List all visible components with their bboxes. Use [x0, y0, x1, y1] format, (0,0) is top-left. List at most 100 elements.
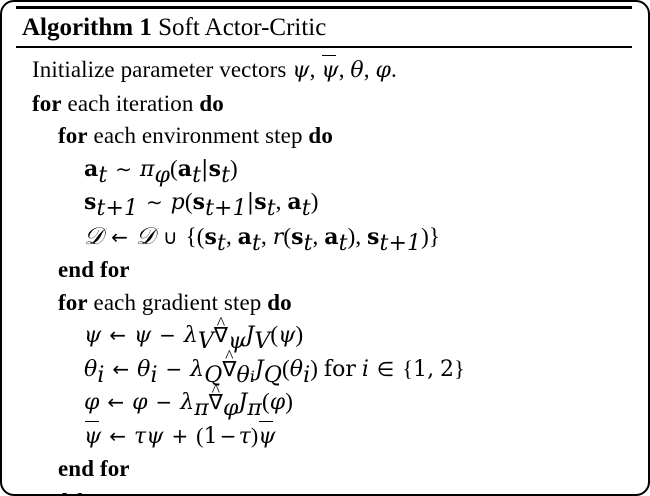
symbol-objective-J: J — [238, 390, 248, 415]
algorithm-body: Initialize parameter vectors ψ, ψ, θ, φ.… — [16, 48, 632, 494]
algorithm-number: Algorithm 1 — [22, 14, 152, 41]
line-buffer-update: 𝒟 ← 𝒟 ∪ {(st, at, r(st, at), st+1)} — [22, 220, 632, 255]
symbol-theta: θ — [137, 356, 151, 382]
symbol-phi: φ — [132, 390, 148, 415]
symbol-lambda: λ — [190, 356, 205, 382]
symbol-phi: φ — [269, 390, 286, 415]
paren-close: ) — [310, 189, 319, 214]
comma: , — [363, 57, 370, 82]
operator-assign-left: ← — [109, 423, 127, 448]
subscript-t: t — [252, 230, 261, 256]
symbol-transition-p: p — [170, 190, 185, 215]
line-end-for-gradient: end for — [22, 453, 632, 486]
paren-close: ) — [310, 355, 318, 381]
comma: , — [275, 189, 282, 214]
subscript-t: t — [266, 196, 276, 222]
comma: , — [427, 356, 435, 382]
subscript-t: t — [216, 230, 226, 256]
subscript-t: t — [303, 230, 313, 256]
operator-assign-left: ← — [112, 356, 130, 381]
symbol-psi: ψ — [84, 323, 102, 348]
subscript-t-plus-1: t+1 — [379, 230, 422, 256]
operator-minus: − — [219, 423, 237, 448]
symbol-phi: φ — [375, 58, 391, 83]
keyword-for: for — [58, 123, 88, 148]
operator-union: ∪ — [162, 224, 178, 249]
subscript-Q: Q — [263, 362, 282, 388]
paren-close: ) — [295, 322, 304, 347]
comma: , — [260, 223, 267, 249]
subscript-V: V — [254, 329, 271, 355]
paren-close: ) — [347, 223, 356, 249]
subscript-theta-i: θi — [236, 362, 255, 388]
inline-for-word: for — [323, 356, 357, 382]
symbol-state: s — [254, 189, 267, 215]
for-gradient-step-text: each gradient step — [93, 289, 262, 315]
symbol-action: a — [84, 155, 99, 182]
symbol-state: s — [84, 189, 97, 215]
line-end-for-environment: end for — [22, 254, 632, 287]
symbol-action: a — [237, 223, 253, 250]
keyword-do: do — [199, 90, 224, 116]
symbol-state: s — [204, 223, 217, 250]
keyword-end-for: end for — [58, 257, 130, 282]
value-one: 1 — [203, 423, 218, 449]
operator-assign-left: ← — [107, 390, 125, 414]
paren-close: ) — [250, 422, 259, 448]
line-for-iteration: for each iteration do — [22, 88, 632, 121]
value-two: 2 — [440, 356, 455, 382]
subscript-i: i — [97, 362, 105, 388]
symbol-phi: φ — [84, 390, 100, 415]
operator-assign-left: ← — [111, 224, 128, 249]
symbol-state: s — [208, 155, 222, 182]
symbol-psi-bar: ψ — [84, 420, 101, 454]
symbol-objective-J: J — [254, 356, 264, 382]
symbol-nabla-hat: ∇ — [209, 386, 223, 419]
keyword-end-for: end for — [58, 456, 130, 481]
comma: , — [225, 223, 232, 249]
brace-open: { — [185, 223, 197, 249]
subscript-t-plus-1: t+1 — [96, 196, 139, 222]
initialize-label: Initialize parameter vectors — [32, 57, 287, 82]
comma: , — [338, 57, 345, 82]
symbol-state: s — [291, 223, 304, 250]
paren-open: ( — [184, 189, 193, 214]
operator-sim: ∼ — [145, 190, 163, 214]
rule-top — [16, 6, 632, 9]
operator-minus: − — [155, 390, 173, 414]
line-sample-next-state: st+1 ∼ p(st+1|st, at) — [22, 186, 632, 220]
subscript-pi: π — [194, 396, 209, 422]
rule-below-title — [16, 46, 632, 48]
line-update-target-psi: ψ ← τψ + (1−τ)ψ — [22, 420, 632, 454]
algorithm-block: Algorithm 1 Soft Actor-Critic Initialize… — [16, 6, 632, 494]
operator-element-of: ∈ — [376, 356, 395, 381]
paren-open: ( — [270, 322, 279, 347]
period: . — [391, 57, 397, 82]
paren-open: ( — [281, 355, 290, 381]
subscript-pi: π — [247, 396, 262, 422]
line-for-environment-step: for each environment step do — [22, 120, 632, 153]
symbol-theta: θ — [350, 58, 364, 83]
symbol-action: a — [177, 155, 193, 182]
symbol-replay-buffer: 𝒟 — [135, 221, 156, 250]
brace-close: } — [428, 223, 441, 249]
paren-close: ) — [285, 389, 293, 414]
symbol-psi: ψ — [292, 58, 310, 83]
subscript-t: t — [221, 162, 231, 188]
symbol-state: s — [367, 223, 380, 250]
line-for-gradient-step: for each gradient step do — [22, 287, 632, 320]
symbol-tau: τ — [133, 423, 147, 449]
subscript-t: t — [98, 162, 108, 188]
subscript-i: i — [150, 362, 158, 388]
line-update-theta: θi ← θi − λQ∇θiJQ(θi) for i ∈ {1, 2} — [22, 353, 632, 387]
subscript-phi: φ — [222, 396, 239, 422]
symbol-objective-J: J — [245, 323, 255, 348]
operator-sim: ∼ — [115, 156, 133, 181]
paren-open: ( — [283, 223, 292, 249]
subscript-phi: φ — [154, 162, 170, 188]
keyword-for: for — [58, 289, 88, 315]
subscript-t-plus-1: t+1 — [205, 196, 247, 222]
symbol-reward: r — [272, 224, 284, 250]
symbol-psi: ψ — [133, 323, 152, 348]
